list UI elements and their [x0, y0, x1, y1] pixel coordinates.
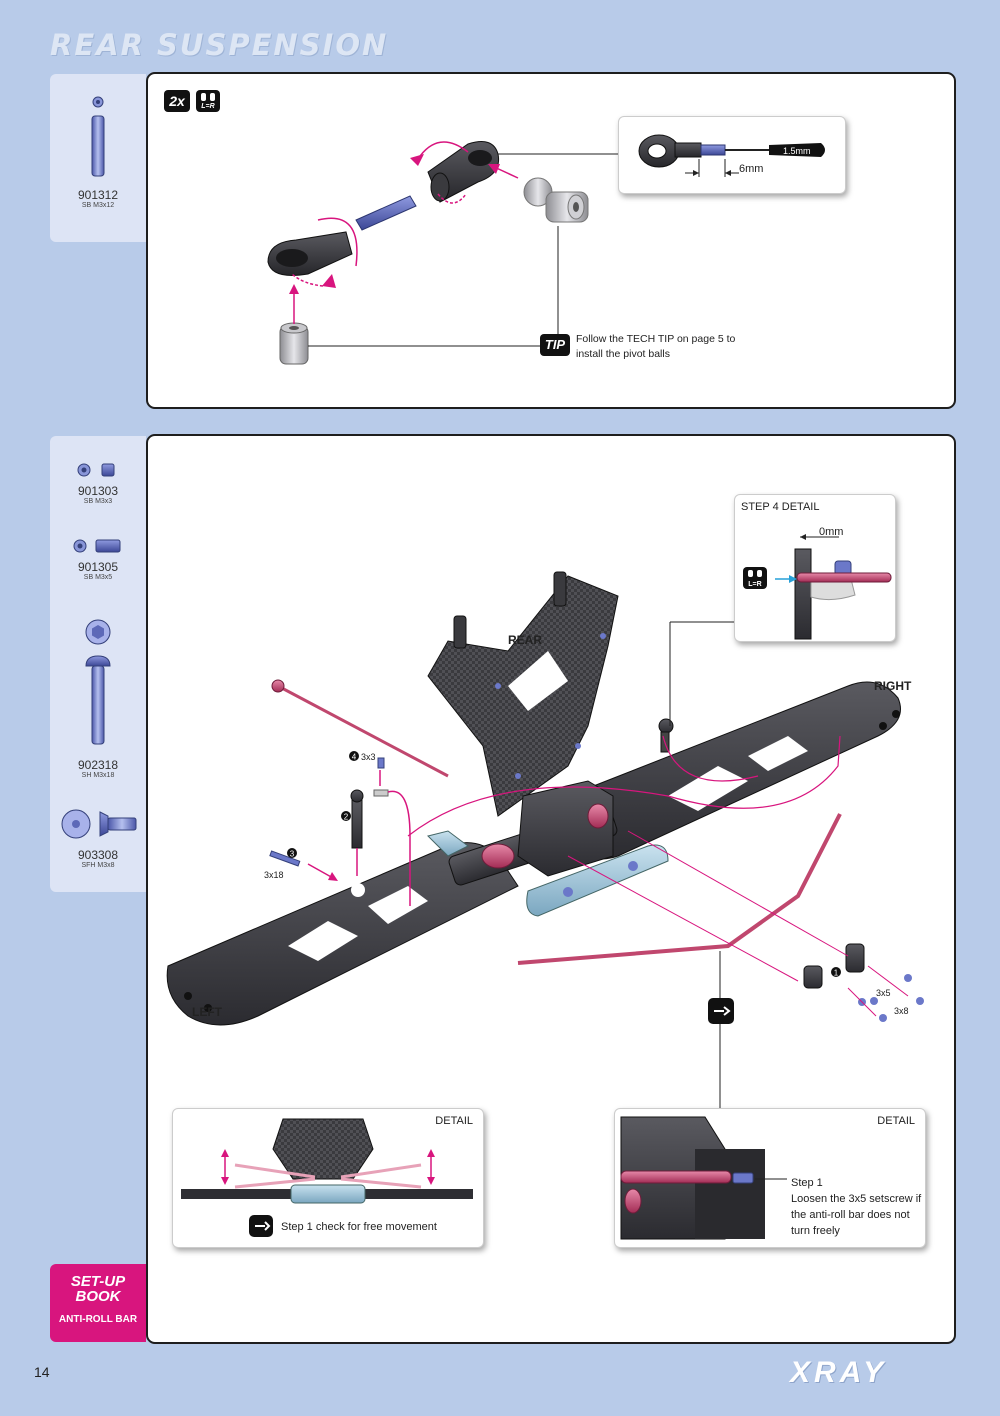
- page-title: REAR SUSPENSION: [50, 28, 389, 62]
- length-label: 6mm: [739, 163, 763, 175]
- tip-badge: TIP: [540, 334, 570, 356]
- ball-end-upper: [427, 141, 500, 203]
- detail-right-title: DETAIL: [877, 1115, 915, 1127]
- pivot-ball-top: [523, 177, 589, 223]
- svg-text:2: 2: [344, 813, 349, 822]
- left-label: LEFT: [192, 1005, 223, 1019]
- turnbuckle-assembly-diagram: [267, 141, 618, 365]
- gearbox-housing: [481, 780, 614, 877]
- setup-book-subtitle: ANTI-ROLL BAR: [58, 1314, 138, 1325]
- step-3-marker: 3: [287, 848, 297, 859]
- set-screw-icon: [73, 539, 121, 553]
- set-screw-icon: [77, 463, 115, 477]
- step4-lr-label: L=R: [748, 581, 761, 588]
- part-901305: 901305 SB M3x5: [50, 536, 146, 582]
- detail-left-caption: Step 1 check for free movement: [281, 1221, 437, 1233]
- lr-symbol-icon: [201, 93, 215, 101]
- zero-gap-diagram: L=R 0mm: [743, 526, 892, 640]
- tip-text-line2: install the pivot balls: [576, 348, 670, 360]
- part-901303: 901303 SB M3x3: [50, 460, 146, 506]
- part-901312: 901312 SB M3x12: [50, 92, 146, 210]
- setscrew-closeup-diagram: [620, 1116, 787, 1240]
- assembly-panel-2: 4 3x3 2 3 3x18 1 3x5 3x8 REAR RIGHT LEFT…: [146, 434, 956, 1344]
- caption-line3: the anti-roll bar does not: [791, 1209, 910, 1221]
- step4-detail-title: STEP 4 DETAIL: [741, 501, 820, 513]
- left-suspension-arm: [166, 842, 519, 1026]
- caption-line4: turn freely: [791, 1225, 840, 1237]
- socket-head-screw-icon: [85, 619, 111, 745]
- step4-detail-inset: STEP 4 DETAIL L=R 0mm: [734, 494, 896, 642]
- step-1-marker: 1: [831, 967, 841, 978]
- part-desc: SB M3x3: [83, 498, 113, 505]
- gap-label: 0mm: [819, 526, 843, 538]
- parts-panel-1: 901312 SB M3x12: [50, 74, 146, 242]
- quantity-badge: 2x: [164, 90, 190, 112]
- tip-caption: Follow the TECH TIP on page 5 to install…: [576, 332, 735, 362]
- part-code: 901305: [77, 560, 119, 574]
- anti-roll-bar-holder: [427, 830, 669, 917]
- right-label: RIGHT: [874, 679, 912, 693]
- detail-right-caption: Step 1 Loosen the 3x5 setscrew if the an…: [791, 1175, 921, 1239]
- xray-logo: XRAY: [790, 1356, 888, 1389]
- right-suspension-arm: [567, 681, 901, 860]
- part-903308: 903308 SFH M3x8: [50, 806, 146, 870]
- anti-roll-bar: [277, 684, 842, 965]
- part-desc: SB M3x12: [81, 202, 115, 209]
- screw-3x5-label: 3x5: [876, 988, 891, 998]
- ball-end-detail-inset: 6mm 1.5mm: [618, 116, 846, 194]
- detail-inset-right: DETAIL Step 1 Loosen the 3x5 setscrew if…: [614, 1108, 926, 1248]
- caption-step: Step 1: [791, 1177, 823, 1189]
- lr-label: L=R: [201, 103, 215, 110]
- lr-badge: L=R: [196, 90, 220, 112]
- detail-inset-left: DETAIL Step 1 check for free movement: [172, 1108, 484, 1248]
- step-4-marker: 4: [349, 751, 359, 762]
- part-code: 902318: [77, 758, 119, 772]
- svg-text:4: 4: [352, 753, 357, 762]
- screw-icon: [91, 96, 105, 177]
- part-desc: SFH M3x8: [81, 862, 115, 869]
- anti-roll-bar-assembly-diagram: 4 3x3 2 3 3x18 1 3x5 3x8 REAR RIGHT LEFT: [166, 571, 924, 1176]
- flat-head-screw-icon: [61, 809, 137, 839]
- parts-panel-2: 901303 SB M3x3 901305 SB M3x5 902318 SH …: [50, 436, 146, 892]
- svg-text:1: 1: [834, 969, 839, 978]
- turnbuckle-rod: [355, 195, 417, 231]
- part-code: 903308: [77, 848, 119, 862]
- svg-text:3: 3: [290, 850, 295, 859]
- detail-left-title: DETAIL: [435, 1115, 473, 1127]
- page-number: 14: [34, 1364, 50, 1380]
- part-code: 901303: [77, 484, 119, 498]
- screw-3x8-label: 3x8: [894, 1006, 909, 1016]
- assembly-panel-1: 2x L=R: [146, 72, 956, 409]
- tool-label: 1.5mm: [783, 146, 811, 156]
- tip-text-line1: Follow the TECH TIP on page 5 to: [576, 333, 736, 345]
- anti-roll-bar-top-view: [181, 1118, 473, 1237]
- setup-book-badge: SET-UP BOOK ANTI-ROLL BAR: [50, 1264, 146, 1342]
- rear-label: REAR: [508, 633, 542, 647]
- part-desc: SB M3x5: [83, 574, 113, 581]
- part-902318: 902318 SH M3x18: [50, 618, 146, 780]
- part-desc: SH M3x18: [81, 772, 115, 779]
- step-2-marker: 2: [341, 811, 351, 822]
- rear-shock-tower: [427, 571, 619, 817]
- ball-end-lower: [267, 231, 353, 276]
- setup-book-line1: SET-UP: [70, 1273, 126, 1290]
- part-code: 901312: [77, 188, 119, 202]
- pivot-ball-bottom: [279, 322, 309, 365]
- screw-3x3-label: 3x3: [361, 752, 376, 762]
- screw-3x18: [269, 850, 301, 867]
- ball-end-gauge-diagram: 6mm 1.5mm: [638, 134, 825, 177]
- setup-book-line2: BOOK: [75, 1288, 121, 1305]
- caption-line2: Loosen the 3x5 setscrew if: [791, 1193, 922, 1205]
- screw-3x18-label: 3x18: [264, 870, 284, 880]
